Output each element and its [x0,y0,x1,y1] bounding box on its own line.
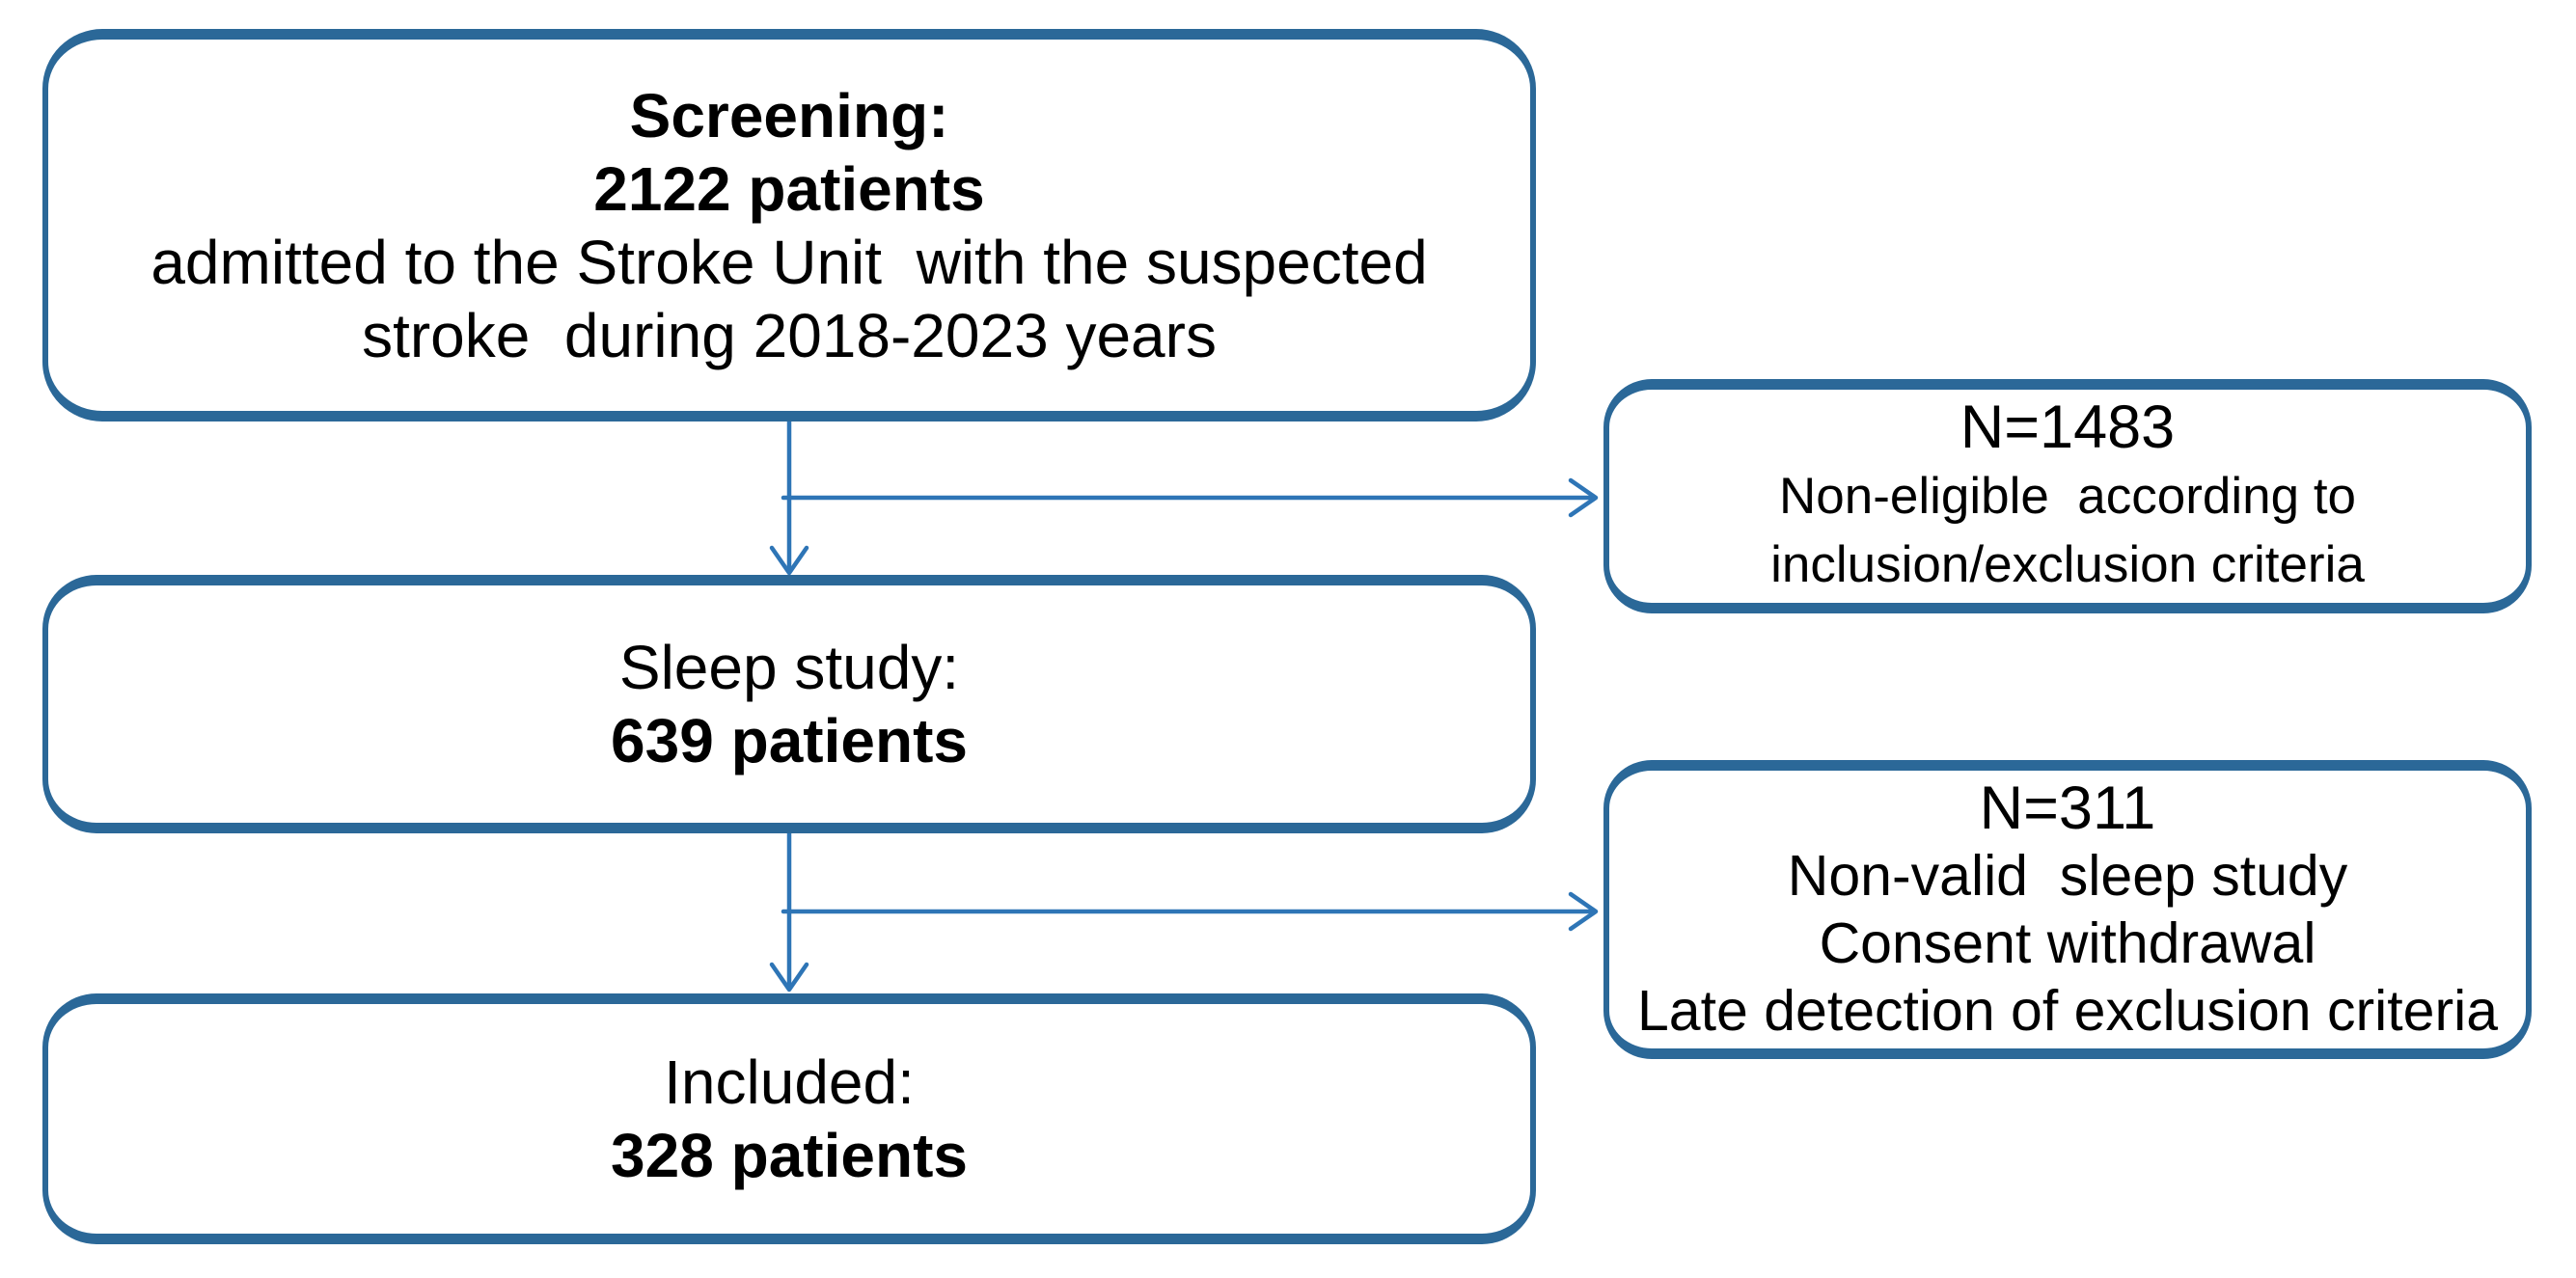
excluded-sleep-study-reason-line1: Non-valid sleep study [1787,844,2348,908]
excluded-screening-count: N=1483 [1959,394,2176,461]
sleep-study-count: 639 patients [611,706,968,775]
arrow-screening-to-excluded [781,477,1599,518]
screening-description-line2: stroke during 2018-2023 years [362,300,1217,370]
screening-count: 2122 patients [593,153,985,224]
screening-description-line1: admitted to the Stroke Unit with the sus… [151,227,1428,297]
excluded-sleep-study-reason-line2: Consent withdrawal [1819,911,2316,975]
excluded-screening-box: N=1483 Non-eligible according to inclusi… [1603,379,2532,613]
excluded-screening-reason-line1: Non-eligible according to [1778,468,2357,525]
included-title: Included: [664,1047,915,1117]
excluded-sleep-study-box: N=311 Non-valid sleep study Consent with… [1603,760,2532,1059]
sleep-study-title: Sleep study: [618,633,960,702]
excluded-screening-reason-line2: inclusion/exclusion criteria [1770,536,2365,593]
sleep-study-box: Sleep study: 639 patients [42,575,1536,833]
screening-box: Screening: 2122 patients admitted to the… [42,29,1536,421]
arrow-sleep-study-to-excluded [781,891,1599,932]
included-count: 328 patients [611,1121,968,1190]
screening-title: Screening: [629,80,949,150]
excluded-sleep-study-count: N=311 [1979,775,2156,842]
excluded-sleep-study-reason-line3: Late detection of exclusion criteria [1636,979,2499,1043]
included-box: Included: 328 patients [42,993,1536,1244]
